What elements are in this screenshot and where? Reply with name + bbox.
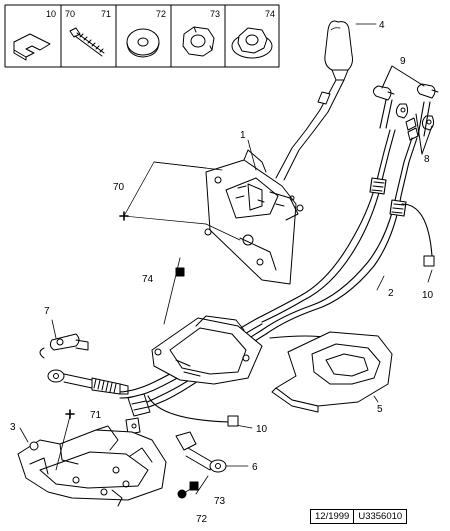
callout-numbers: 4 1 9 8 70 74 2 10 7 5 3 71 10 6 72 73 [10,20,434,525]
callout-5: 5 [377,404,383,415]
cable-brackets [372,65,439,101]
cable-adjuster-end [47,369,129,395]
bolt-icon [69,27,105,57]
callout-10b: 10 [256,424,268,435]
table-ref-10: 10 [46,9,56,19]
drawing-date: 12/1999 [315,511,350,522]
table-ref-70: 70 [65,9,75,19]
leader-1 [247,139,257,171]
leader-71 [55,415,71,471]
marker-10b-square [227,415,239,427]
callout-symbols [65,211,435,499]
callout-73: 73 [214,496,226,507]
leader-3 [19,427,29,443]
table-ref-71: 71 [101,9,111,19]
marker-72-dot [177,489,187,499]
table-ref-74: 74 [265,9,275,19]
table-ref-72: 72 [156,9,166,19]
leader-2 [376,275,385,291]
callout-72: 72 [196,514,208,525]
marker-73-square [189,481,199,491]
callout-1: 1 [240,130,246,141]
cable-end-fittings [395,103,435,155]
parts-table: 10 70 71 72 73 74 [4,4,280,68]
lever-mechanism [204,149,304,285]
gearbox-cable-fittings [125,393,227,473]
rubber-gaiter [271,331,393,413]
callout-9: 9 [400,56,406,67]
callout-74: 74 [142,274,154,285]
callout-8: 8 [424,154,430,165]
gearbox-lever-assembly [17,425,167,507]
cable-grommet-plate [151,315,263,385]
callout-10a: 10 [422,290,434,301]
marker-71-cross [65,409,75,419]
mount-leader-lines [123,161,241,241]
callout-70: 70 [113,182,125,193]
drawing-reference: 12/1999 U3356010 [310,509,408,524]
clip-icon [13,33,51,61]
callout-7: 7 [44,306,50,317]
selector-lever-part [39,333,89,359]
callout-2: 2 [388,288,394,299]
flanged-nut-icon [231,27,273,59]
gear-lever-rod [275,79,345,181]
callout-4: 4 [379,20,385,31]
leader-73 [195,475,209,495]
hex-nut-icon [182,26,215,57]
leader-10a [427,269,433,283]
leader-5 [373,395,379,403]
marker-74-square [175,267,185,277]
callout-3: 3 [10,422,16,433]
marker-10a-square [423,255,435,267]
gear-cables [257,99,433,335]
callout-71: 71 [90,410,102,421]
table-ref-73: 73 [210,9,220,19]
marker-70-cross [119,211,129,221]
callout-6: 6 [252,462,258,473]
washer-icon [126,28,160,58]
gear-knob [324,20,353,81]
drawing-code: U3356010 [353,510,406,523]
leader-7 [51,319,57,339]
